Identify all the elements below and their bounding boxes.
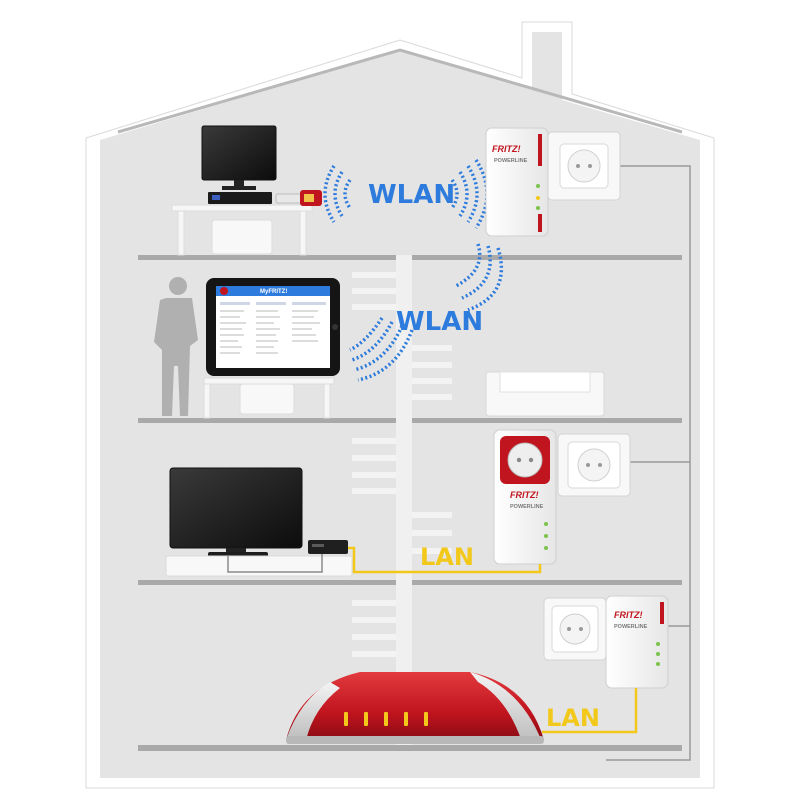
tv-cable [227, 554, 323, 573]
tablet-icon: MyFRITZ! [206, 278, 340, 376]
desk-area [171, 204, 313, 256]
lan-label-bottom: LAN [546, 704, 600, 732]
desk-leg-left [177, 210, 185, 256]
settop-box-icon [308, 540, 348, 554]
staircase [352, 255, 452, 745]
sideboard [485, 371, 605, 417]
lan-cable-middle [348, 546, 542, 574]
desk-cabinet [211, 219, 273, 255]
powerline-adapter-top: FRITZ! POWERLINE [485, 127, 621, 237]
desk-leg-right [299, 210, 307, 256]
router-icon [286, 672, 544, 744]
tv-bench [165, 555, 353, 577]
adapter-middle-sub: POWERLINE [510, 504, 544, 510]
adapter-bottom-brand: FRITZ! [614, 610, 643, 620]
powerline-adapter-icon [485, 127, 549, 237]
wlan-waves-middle [349, 243, 504, 382]
lan-label-middle: LAN [420, 543, 474, 571]
powerline-adapter-bottom: FRITZ! POWERLINE [543, 595, 669, 689]
floor-4 [138, 745, 682, 751]
adapter-top-sub: POWERLINE [494, 158, 528, 164]
lan-cable-bottom [542, 688, 638, 734]
wlan-label-middle: WLAN [396, 307, 483, 337]
roof-line [117, 48, 683, 134]
powerline-adapter-middle: FRITZ! POWERLINE [493, 429, 631, 565]
tv-icon [169, 467, 303, 557]
desktop-monitor-icon [201, 125, 277, 204]
tablet-title: MyFRITZ! [260, 289, 287, 295]
adapter-top-brand: FRITZ! [492, 144, 521, 154]
person-silhouette-icon [154, 277, 198, 416]
adapter-middle-brand: FRITZ! [510, 490, 539, 500]
desk-top [171, 204, 313, 212]
wlan-label-top: WLAN [368, 180, 455, 210]
tablet-stand [203, 377, 335, 419]
adapter-bottom-sub: POWERLINE [614, 624, 648, 630]
usb-wlan-stick-icon [275, 190, 322, 206]
